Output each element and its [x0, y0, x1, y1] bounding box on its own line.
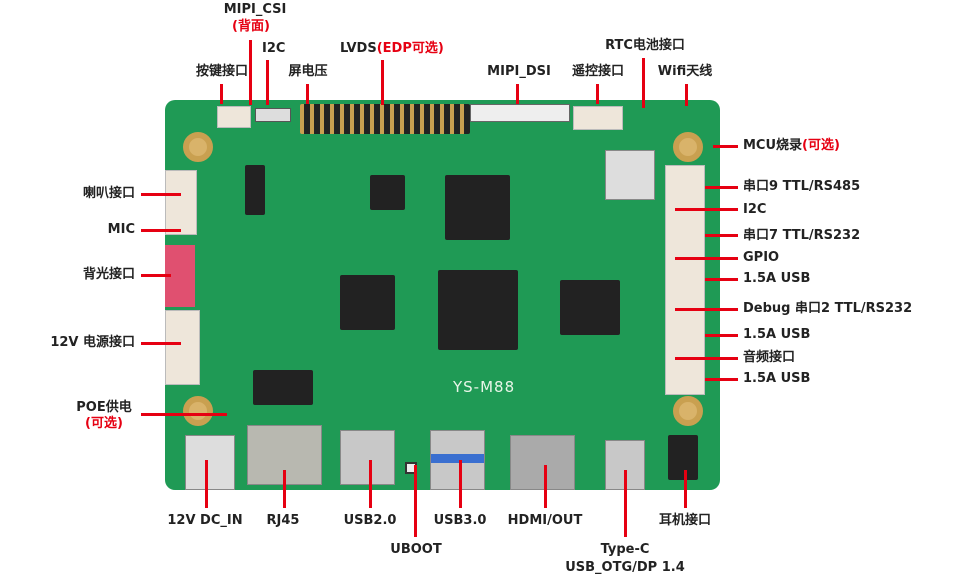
- hdmi-port: [510, 435, 575, 490]
- mount-hole: [673, 396, 703, 426]
- dsi-connector: [470, 104, 570, 122]
- label-usb20: USB2.0: [343, 513, 397, 528]
- remote-connector: [573, 106, 623, 130]
- dc-jack: [185, 435, 235, 490]
- label-speaker: 喇叭接口: [82, 186, 135, 201]
- label-mipi-csi: MIPI_CSI: [223, 2, 287, 17]
- label-backlight: 背光接口: [82, 267, 135, 282]
- label-keys: 按键接口: [195, 64, 249, 79]
- label-mipi-csi-note: (背面): [232, 19, 270, 34]
- pcb-board: YS-M88: [165, 100, 720, 490]
- label-lvds-note: (EDP可选): [376, 41, 444, 56]
- label-i2c-top: I2C: [262, 41, 286, 56]
- label-usb-2: 1.5A USB: [743, 327, 811, 342]
- label-i2c-right: I2C: [743, 202, 767, 217]
- memory-chip: [560, 280, 620, 335]
- label-poe-note: (可选): [85, 416, 123, 431]
- ethernet-chip: [253, 370, 313, 405]
- label-debug-uart2: Debug 串口2 TTL/RS232: [743, 301, 913, 316]
- label-12v-power: 12V 电源接口: [50, 335, 135, 350]
- chip: [245, 165, 265, 215]
- lvds-header: [300, 104, 470, 134]
- label-lvds-text: LVDS: [340, 41, 377, 56]
- memory-chip: [445, 175, 510, 240]
- label-rtc: RTC电池接口: [605, 38, 685, 53]
- label-screen-voltage: 屏电压: [288, 64, 328, 79]
- label-lvds: LVDS(EDP可选): [340, 41, 444, 57]
- label-uboot: UBOOT: [390, 542, 442, 557]
- memory-chip: [340, 275, 395, 330]
- power-connector: [165, 310, 200, 385]
- label-wifi: Wifi天线: [657, 64, 713, 79]
- label-typec-sub: USB_OTG/DP 1.4: [565, 560, 685, 575]
- mount-hole: [183, 396, 213, 426]
- mount-hole: [673, 132, 703, 162]
- usb2-port: [340, 430, 395, 485]
- label-uart9: 串口9 TTL/RS485: [743, 179, 861, 194]
- label-hdmi: HDMI/OUT: [507, 513, 583, 528]
- label-gpio: GPIO: [743, 250, 780, 265]
- speaker-connector: [165, 170, 197, 235]
- label-mcu-text: MCU烧录: [743, 138, 803, 153]
- soc-chip: [438, 270, 518, 350]
- key-connector: [217, 106, 251, 128]
- label-mcu: MCU烧录(可选): [743, 138, 840, 154]
- mount-hole: [183, 132, 213, 162]
- label-poe: POE供电: [76, 400, 132, 415]
- chip: [370, 175, 405, 210]
- wifi-module: [605, 150, 655, 200]
- label-remote: 遥控接口: [571, 64, 625, 79]
- side-connectors: [665, 165, 705, 395]
- csi-connector: [255, 108, 291, 122]
- usb3-port: [430, 430, 485, 490]
- label-uart7: 串口7 TTL/RS232: [743, 228, 861, 243]
- label-typec: Type-C: [600, 542, 650, 557]
- label-mic: MIC: [107, 222, 135, 237]
- label-mipi-dsi: MIPI_DSI: [487, 64, 551, 79]
- label-usb-3: 1.5A USB: [743, 371, 811, 386]
- audio-jack: [668, 435, 698, 480]
- label-earphone: 耳机接口: [658, 513, 712, 528]
- label-mcu-note: (可选): [802, 138, 840, 153]
- label-rj45: RJ45: [266, 513, 300, 528]
- label-usb-1: 1.5A USB: [743, 271, 811, 286]
- label-dc-in: 12V DC_IN: [167, 513, 243, 528]
- label-usb30: USB3.0: [433, 513, 487, 528]
- label-audio: 音频接口: [743, 350, 796, 365]
- board-model: YS-M88: [453, 378, 516, 396]
